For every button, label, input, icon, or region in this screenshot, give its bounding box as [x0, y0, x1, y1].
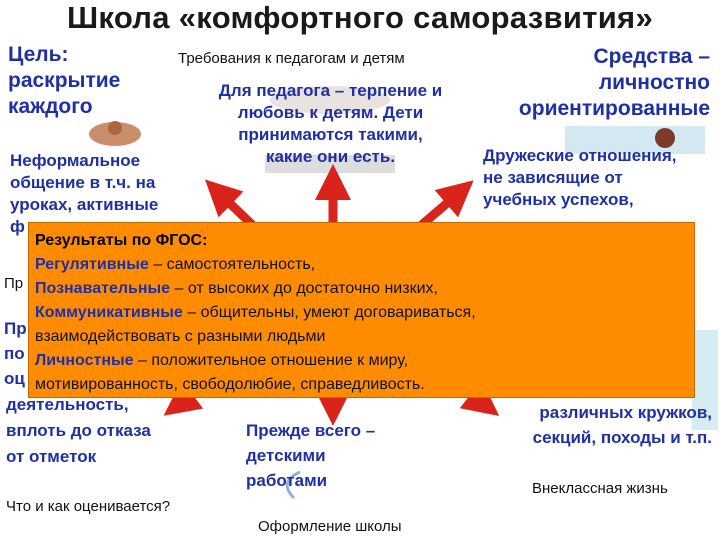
- goal-line-2: раскрытие: [8, 69, 121, 92]
- background-picture-left: [70, 118, 160, 148]
- means-line-1: Средства –: [593, 45, 710, 68]
- cognitive-keyword: Познавательные: [35, 280, 171, 297]
- req-line-1: Для педагога – терпение и: [218, 81, 443, 100]
- results-communicative: Коммуникативные – общительны, умеют дого…: [35, 301, 688, 325]
- friendly-block: Дружеские отношения, не зависящие от уче…: [483, 145, 677, 211]
- personal-keyword: Личностные: [35, 352, 134, 369]
- left-bottom-line-1: деятельность,: [6, 395, 129, 414]
- left-bottom-block: деятельность, вплоть до отказа от отмето…: [6, 394, 151, 468]
- goal-line-3: каждого: [8, 95, 93, 118]
- informal-line-4: ф: [10, 217, 25, 236]
- left-bottom-line-2: вплоть до отказа: [6, 421, 151, 440]
- results-cognitive: Познавательные – от высоких до достаточн…: [35, 277, 688, 301]
- results-header: Результаты по ФГОС:: [35, 232, 208, 249]
- friendly-line-2: не зависящие от: [483, 168, 623, 187]
- communicative-text: – общительны, умеют договариваться,: [187, 304, 476, 321]
- left-fragment-3: по: [4, 344, 25, 363]
- page-title: Школа «комфортного саморазвития»: [66, 0, 653, 35]
- center-bottom-line-2: детскими: [246, 446, 326, 465]
- right-bottom-line-1: различных кружков,: [539, 403, 712, 422]
- results-personal-2: мотивированность, свободолюбие, справедл…: [35, 376, 425, 393]
- results-personal: Личностные – положительное отношение к м…: [35, 349, 688, 373]
- results-regulative: Регулятивные – самостоятельность,: [35, 253, 688, 277]
- background-picture-bottom: [270, 470, 310, 500]
- teachers-requirements-header: Требования к педагогам и детям: [178, 50, 405, 67]
- req-line-2: любовь к детям. Дети: [237, 103, 424, 122]
- what-evaluated-caption: Что и как оценивается?: [6, 498, 171, 515]
- teachers-requirements-text: Для педагога – терпение и любовь к детям…: [198, 80, 463, 168]
- background-picture-right: [555, 118, 715, 158]
- results-communicative-2: взаимодействовать с разными людьми: [35, 328, 326, 345]
- req-line-4: какие они есть.: [265, 147, 396, 166]
- friendly-line-1: Дружеские отношения,: [483, 146, 677, 165]
- center-bottom-block: Прежде всего – детскими работами: [246, 420, 375, 492]
- informal-line-3: уроках, активные: [10, 195, 159, 214]
- req-line-3: принимаются такими,: [238, 125, 423, 144]
- extracurricular-caption: Внеклассная жизнь: [532, 480, 668, 497]
- left-bottom-line-3: от отметок: [6, 447, 97, 466]
- means-line-3: ориентированные: [518, 97, 710, 120]
- left-fragment-4: оц: [4, 369, 25, 388]
- friendly-line-3: учебных успехов,: [483, 190, 634, 209]
- center-bottom-line-3: работами: [246, 471, 328, 490]
- center-bottom-line-1: Прежде всего –: [246, 421, 376, 440]
- informal-block: Неформальное общение в т.ч. на уроках, а…: [10, 150, 158, 238]
- cognitive-text: – от высоких до достаточно низких,: [174, 280, 438, 297]
- informal-line-1: Неформальное: [10, 151, 141, 170]
- school-design-caption: Оформление школы: [258, 518, 402, 535]
- regulative-keyword: Регулятивные: [35, 256, 149, 273]
- right-bottom-line-2: секций, походы и т.п.: [532, 428, 712, 447]
- informal-line-2: общение в т.ч. на: [10, 173, 156, 192]
- goal-line-1: Цель:: [8, 43, 69, 66]
- regulative-text: – самостоятельность,: [153, 256, 316, 273]
- results-box: Результаты по ФГОС: Регулятивные – самос…: [28, 222, 695, 398]
- goal-block: Цель: раскрытие каждого: [8, 42, 120, 120]
- right-bottom-block: различных кружков, секций, походы и т.п.: [486, 402, 712, 449]
- left-fragment-1: Пр: [4, 275, 24, 292]
- communicative-keyword: Коммуникативные: [35, 304, 183, 321]
- means-line-2: личностно: [598, 71, 710, 94]
- personal-text: – положительное отношение к миру,: [138, 352, 409, 369]
- left-fragment-2: Пр: [4, 319, 27, 338]
- background-picture-right-low: [690, 330, 720, 430]
- means-block: Средства – личностно ориентированные: [470, 44, 710, 122]
